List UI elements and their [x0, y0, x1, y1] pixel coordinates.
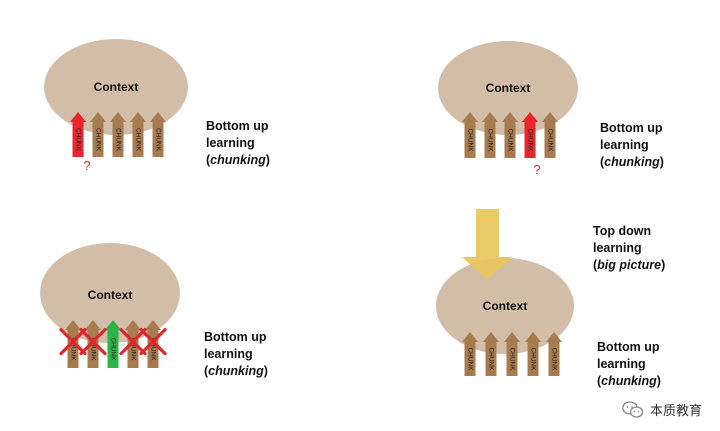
- chunk-arrow-red: [70, 112, 86, 157]
- chunk-arrow: [525, 332, 541, 376]
- description-panel-3: Bottom up learning (chunking): [204, 329, 268, 380]
- chunk-label: CHUNK: [110, 337, 117, 361]
- description-line: learning: [206, 136, 255, 150]
- chunk-label: CHUNK: [155, 128, 162, 152]
- chunk-arrow: [65, 320, 81, 368]
- chunk-arrow: [85, 320, 101, 368]
- description-line: (chunking): [597, 374, 661, 388]
- context-label: Context: [94, 80, 139, 94]
- chunk-arrow: [482, 112, 498, 158]
- description-panel-4: Bottom up learning (chunking): [597, 339, 661, 390]
- panel-bottom-up-3: Context CHUNK CHUNK CHUNK CHUNK CHUNK: [40, 243, 180, 368]
- description-italic: chunking: [604, 155, 660, 169]
- cross-mark: [139, 328, 167, 356]
- description-line: learning: [600, 138, 649, 152]
- chunk-label: CHUNK: [90, 337, 97, 361]
- description-panel-1: Bottom up learning (chunking): [206, 118, 270, 169]
- chunk-arrow-green: [105, 320, 121, 368]
- cross-mark: [79, 328, 107, 356]
- chunk-label: CHUNK: [75, 128, 82, 152]
- chunk-label: CHUNK: [487, 128, 494, 152]
- description-panel-2: Bottom up learning (chunking): [600, 120, 664, 171]
- description-line: (chunking): [600, 155, 664, 169]
- description-italic: chunking: [208, 364, 264, 378]
- chunk-arrow: [546, 332, 562, 376]
- chunk-label: CHUNK: [547, 128, 554, 152]
- context-label: Context: [486, 81, 531, 95]
- chunk-arrow: [462, 112, 478, 158]
- description-line: Bottom up: [597, 340, 660, 354]
- chunk-arrows: CHUNK CHUNK CHUNK CHUNK CHUNK: [462, 332, 562, 376]
- panel-bottom-up-1: Context CHUNK CHUNK CHUNK CHUNK CHUNK ?: [44, 39, 188, 173]
- description-line: Bottom up: [600, 121, 663, 135]
- chunk-label: CHUNK: [488, 347, 495, 371]
- context-ellipse: [436, 258, 574, 354]
- chunk-arrows: CHUNK CHUNK CHUNK CHUNK CHUNK: [59, 320, 167, 368]
- chunk-label: CHUNK: [70, 337, 77, 361]
- description-line: Top down: [593, 224, 652, 238]
- chunk-arrow: [145, 320, 161, 368]
- cross-mark: [119, 328, 147, 356]
- chunk-label: CHUNK: [135, 128, 142, 152]
- chunk-arrow: [130, 112, 146, 157]
- description-italic: chunking: [210, 153, 266, 167]
- chunk-label: CHUNK: [509, 347, 516, 371]
- chunk-arrow: [125, 320, 141, 368]
- chunk-label: CHUNK: [551, 347, 558, 371]
- chunk-arrow: [462, 332, 478, 376]
- chunk-arrows: CHUNK CHUNK CHUNK CHUNK CHUNK: [70, 112, 166, 157]
- chunk-label: CHUNK: [150, 337, 157, 361]
- description-line: Bottom up: [206, 119, 269, 133]
- context-ellipse: [40, 243, 180, 343]
- chunk-label: CHUNK: [130, 337, 137, 361]
- context-label: Context: [483, 299, 528, 313]
- question-mark: ?: [83, 158, 90, 173]
- description-line: learning: [597, 357, 646, 371]
- chunk-label: CHUNK: [467, 347, 474, 371]
- chunk-arrow: [504, 332, 520, 376]
- context-label: Context: [88, 288, 133, 302]
- chunk-arrow: [542, 112, 558, 158]
- chunk-label: CHUNK: [467, 128, 474, 152]
- description-line: learning: [204, 347, 253, 361]
- chunk-label: CHUNK: [115, 128, 122, 152]
- panel-bottom-up-2: Context CHUNK CHUNK CHUNK CHUNK CHUNK ?: [438, 41, 578, 177]
- chunk-arrow: [150, 112, 166, 157]
- chunk-arrow: [483, 332, 499, 376]
- cross-mark: [59, 328, 87, 356]
- wechat-icon: [622, 400, 644, 418]
- description-line: (chunking): [204, 364, 268, 378]
- description-italic: big picture: [597, 258, 662, 272]
- description-line: (big picture): [593, 258, 666, 272]
- top-down-description: Top down learning (big picture): [593, 223, 665, 274]
- chunk-label: CHUNK: [507, 128, 514, 152]
- description-line: Bottom up: [204, 330, 267, 344]
- top-down-arrow: [462, 209, 512, 280]
- panel-top-down: Context CHUNK CHUNK CHUNK CHUNK CHUNK: [436, 209, 574, 376]
- chunk-arrows: CHUNK CHUNK CHUNK CHUNK CHUNK: [462, 112, 558, 158]
- chunk-arrow: [110, 112, 126, 157]
- chunk-arrow: [90, 112, 106, 157]
- context-ellipse: [438, 41, 578, 135]
- chunk-arrow-red: [522, 112, 538, 158]
- description-line: learning: [593, 241, 642, 255]
- context-ellipse: [44, 39, 188, 135]
- watermark-text: 本质教育: [649, 404, 702, 419]
- chunk-label: CHUNK: [527, 128, 534, 152]
- description-italic: chunking: [601, 374, 657, 388]
- watermark: 本质教育: [622, 400, 702, 419]
- question-mark: ?: [533, 162, 540, 177]
- chunk-label: CHUNK: [95, 128, 102, 152]
- chunk-label: CHUNK: [530, 347, 537, 371]
- description-line: (chunking): [206, 153, 270, 167]
- chunk-arrow: [502, 112, 518, 158]
